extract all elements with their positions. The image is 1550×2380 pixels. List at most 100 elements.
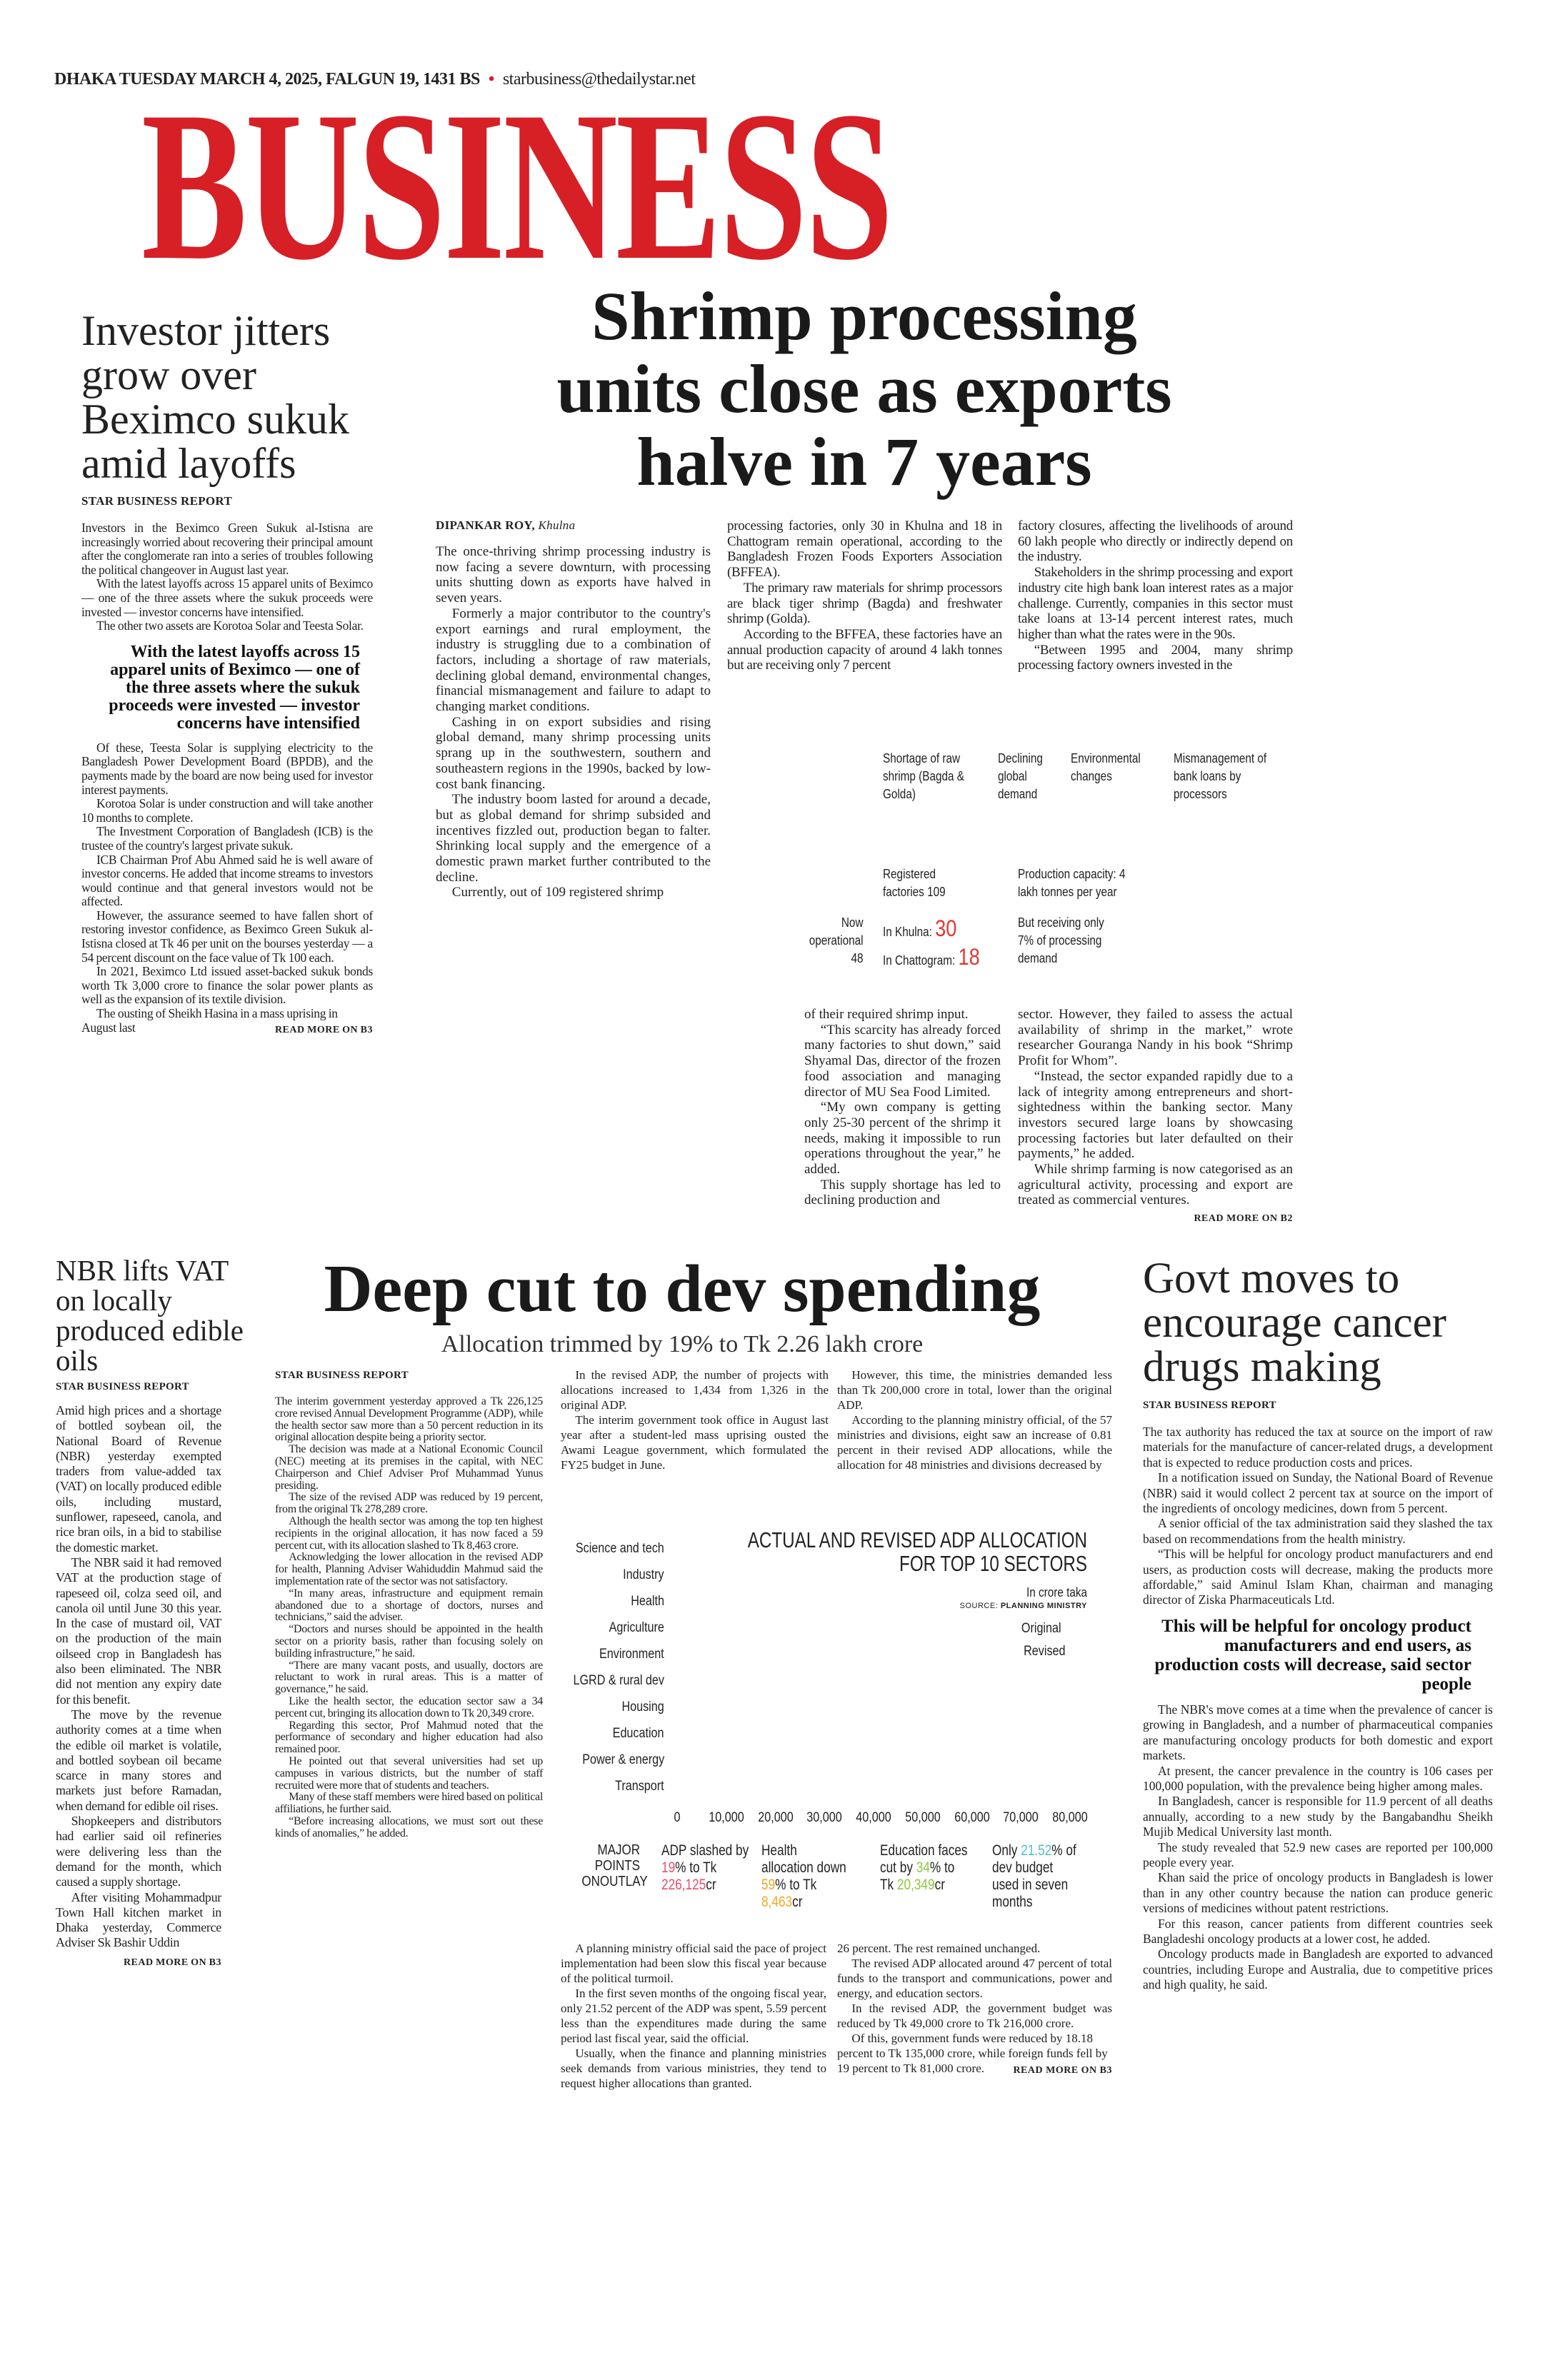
nbr-article: NBR lifts VAT on locally produced edible… xyxy=(56,1255,263,1970)
label: In Khulna: xyxy=(883,925,932,939)
bullet-icon: • xyxy=(488,70,494,89)
major-point-pre: ADP slashed by xyxy=(661,1842,749,1859)
legend-revised: Revised xyxy=(1024,1644,1066,1659)
major-point-pct: 19 xyxy=(661,1859,676,1876)
x-tick-label: 0 xyxy=(674,1810,681,1825)
paragraph: The Investment Corporation of Bangladesh… xyxy=(81,824,373,853)
category-label: Agriculture xyxy=(609,1620,664,1635)
paragraph: According to the BFFEA, these factories … xyxy=(727,626,1002,673)
category-label: LGRD & rural dev xyxy=(573,1673,664,1688)
pull-quote: With the latest layoffs across 15 appare… xyxy=(109,642,360,733)
adp-headline[interactable]: Deep cut to dev spending xyxy=(324,1252,1041,1326)
paragraph: Of this, government funds were reduced b… xyxy=(837,2031,1112,2076)
paragraph: Formerly a major contributor to the coun… xyxy=(436,606,711,715)
cancer-headline[interactable]: Govt moves to encourage cancer drugs mak… xyxy=(1143,1255,1446,1391)
major-point-pre: Only xyxy=(992,1842,1021,1859)
paragraph: This supply shortage has led to declinin… xyxy=(804,1177,1001,1208)
paragraph: The other two assets are Korotoa Solar a… xyxy=(96,618,364,633)
cancer-body: The tax authority has reduced the tax at… xyxy=(1143,1425,1493,1993)
beximco-article: Investor jitters grow over Beximco sukuk… xyxy=(81,308,374,1037)
paragraph: A senior official of the tax administrat… xyxy=(1143,1516,1493,1546)
pull-quote: This will be helpful for oncology produc… xyxy=(1154,1616,1471,1694)
paragraph: Khan said the price of oncology products… xyxy=(1143,1870,1493,1916)
paragraph: Amid high prices and a shortage of bottl… xyxy=(56,1403,221,1555)
paragraph: Currently, out of 109 registered shrimp xyxy=(451,885,664,900)
paragraph: The primary raw materials for shrimp pro… xyxy=(727,580,1002,627)
shrimp-col3-continued: sector. However, they failed to assess t… xyxy=(1018,1007,1293,1227)
major-point-pct: 21.52 xyxy=(1021,1842,1052,1859)
paragraph: Oncology products made in Bangladesh are… xyxy=(1143,1947,1493,1992)
major-points-label: MAJOR POINTS ONOUTLAY xyxy=(581,1842,648,1889)
read-more-link[interactable]: READ MORE ON B3 xyxy=(123,1957,221,1968)
paragraph: The industry boom lasted for around a de… xyxy=(436,792,711,885)
nbr-headline[interactable]: NBR lifts VAT on locally produced edible… xyxy=(56,1254,244,1377)
read-more-link[interactable]: READ MORE ON B3 xyxy=(1013,2065,1112,2076)
adp-byline: STAR BUSINESS REPORT xyxy=(275,1370,409,1381)
paragraph: The study revealed that 52.9 new cases a… xyxy=(1143,1839,1493,1869)
major-point: Health allocation down 59% to Tk 8,463cr xyxy=(761,1842,849,1911)
paragraph: The NBR said it had removed VAT at the p… xyxy=(56,1555,221,1707)
shrimp-headline[interactable]: Shrimp processing units close as exports… xyxy=(429,280,1300,498)
beximco-body: Investors in the Beximco Green Sukuk al-… xyxy=(81,521,373,1035)
major-point-pct: 34 xyxy=(916,1859,930,1876)
paragraph: ICB Chairman Prof Abu Ahmed said he is w… xyxy=(81,852,373,909)
section-title: BUSINESS xyxy=(141,67,894,304)
cause-declining-demand: Declining global demand xyxy=(998,751,1043,801)
paragraph: The NBR's move comes at a time when the … xyxy=(1143,1702,1493,1763)
adp-col2: In the revised ADP, the number of projec… xyxy=(561,1367,829,1472)
paragraph: “Doctors and nurses should be appointed … xyxy=(275,1623,543,1660)
category-label: Transport xyxy=(615,1779,664,1794)
paragraph: Cashing in on export subsidies and risin… xyxy=(436,714,711,792)
paragraph: However, this time, the ministries deman… xyxy=(837,1368,1112,1412)
cause-raw-shrimp: Shortage of raw shrimp (Bagda & Golda) xyxy=(883,751,964,801)
paragraph: In 2021, Beximco Ltd issued asset-backed… xyxy=(81,964,373,1007)
major-point-val: 226,125 xyxy=(661,1877,706,1893)
paragraph: The decision was made at a National Econ… xyxy=(275,1443,543,1492)
major-point: Only 21.52% of dev budget used in seven … xyxy=(992,1842,1080,1911)
major-point-post: cr xyxy=(934,1877,945,1893)
paragraph: Korotoa Solar is under construction and … xyxy=(81,796,373,825)
paragraph: In the first seven months of the ongoing… xyxy=(561,1987,826,2045)
email-link[interactable]: starbusiness@thedailystar.net xyxy=(502,70,696,89)
paragraph: “This scarcity has already forced many f… xyxy=(804,1022,1001,1100)
paragraph: While shrimp farming is now categorised … xyxy=(1018,1162,1293,1208)
paragraph: The tax authority has reduced the tax at… xyxy=(1143,1425,1493,1470)
shrimp-col1: The once-thriving shrimp processing indu… xyxy=(436,544,711,900)
paragraph: With the latest layoffs across 15 appare… xyxy=(81,576,373,619)
shrimp-col2: processing factories, only 30 in Khulna … xyxy=(727,518,1002,673)
nbr-body: Amid high prices and a shortage of bottl… xyxy=(56,1403,221,1970)
paragraph: sector. However, they failed to assess t… xyxy=(1018,1007,1293,1069)
paragraph: Like the health sector, the education se… xyxy=(275,1694,543,1719)
chart-unit: In crore taka xyxy=(1026,1585,1087,1600)
headline-line: Shrimp processing xyxy=(591,278,1137,354)
paragraph: In the revised ADP, the government budge… xyxy=(837,2002,1112,2030)
paragraph: The revised ADP allocated around 47 perc… xyxy=(837,1957,1112,2000)
headline-line: units close as exports xyxy=(556,351,1172,427)
legend-original: Original xyxy=(1021,1621,1061,1636)
category-label: Housing xyxy=(621,1699,664,1714)
paragraph: “In many areas, infrastructure and equip… xyxy=(275,1587,543,1624)
cancer-byline: STAR BUSINESS REPORT xyxy=(1143,1400,1276,1411)
read-more-link[interactable]: READ MORE ON B2 xyxy=(1194,1213,1293,1225)
category-label: Education xyxy=(613,1726,664,1741)
x-tick-label: 20,000 xyxy=(757,1810,794,1825)
x-tick-label: 30,000 xyxy=(806,1810,842,1825)
paragraph: Regarding this sector, Prof Mahmud noted… xyxy=(275,1719,543,1756)
beximco-headline[interactable]: Investor jitters grow over Beximco sukuk… xyxy=(81,307,349,487)
beximco-byline: STAR BUSINESS REPORT xyxy=(81,494,233,508)
nbr-byline: STAR BUSINESS REPORT xyxy=(56,1381,189,1392)
paragraph: Of these, Teesta Solar is supplying elec… xyxy=(81,740,373,797)
paragraph: of their required shrimp input. xyxy=(804,1007,969,1022)
shrimp-col2-continued: of their required shrimp input. “This sc… xyxy=(804,1007,1001,1208)
major-point-pre: Education faces cut by xyxy=(880,1842,968,1876)
paragraph: Although the health sector was among the… xyxy=(275,1515,543,1552)
major-point-mid: % to Tk xyxy=(775,1877,817,1893)
category-label: Health xyxy=(631,1594,664,1609)
paragraph: Shopkeepers and distributors had earlier… xyxy=(56,1814,221,1889)
date-text: DHAKA TUESDAY MARCH 4, 2025, FALGUN 19, … xyxy=(54,70,480,89)
read-more-link[interactable]: READ MORE ON B3 xyxy=(274,1024,373,1035)
paragraph: A planning ministry official said the pa… xyxy=(561,1942,826,1985)
major-point-mid: % of dev budget used in seven months xyxy=(992,1842,1076,1910)
major-point-mid: % to Tk xyxy=(880,1859,955,1893)
